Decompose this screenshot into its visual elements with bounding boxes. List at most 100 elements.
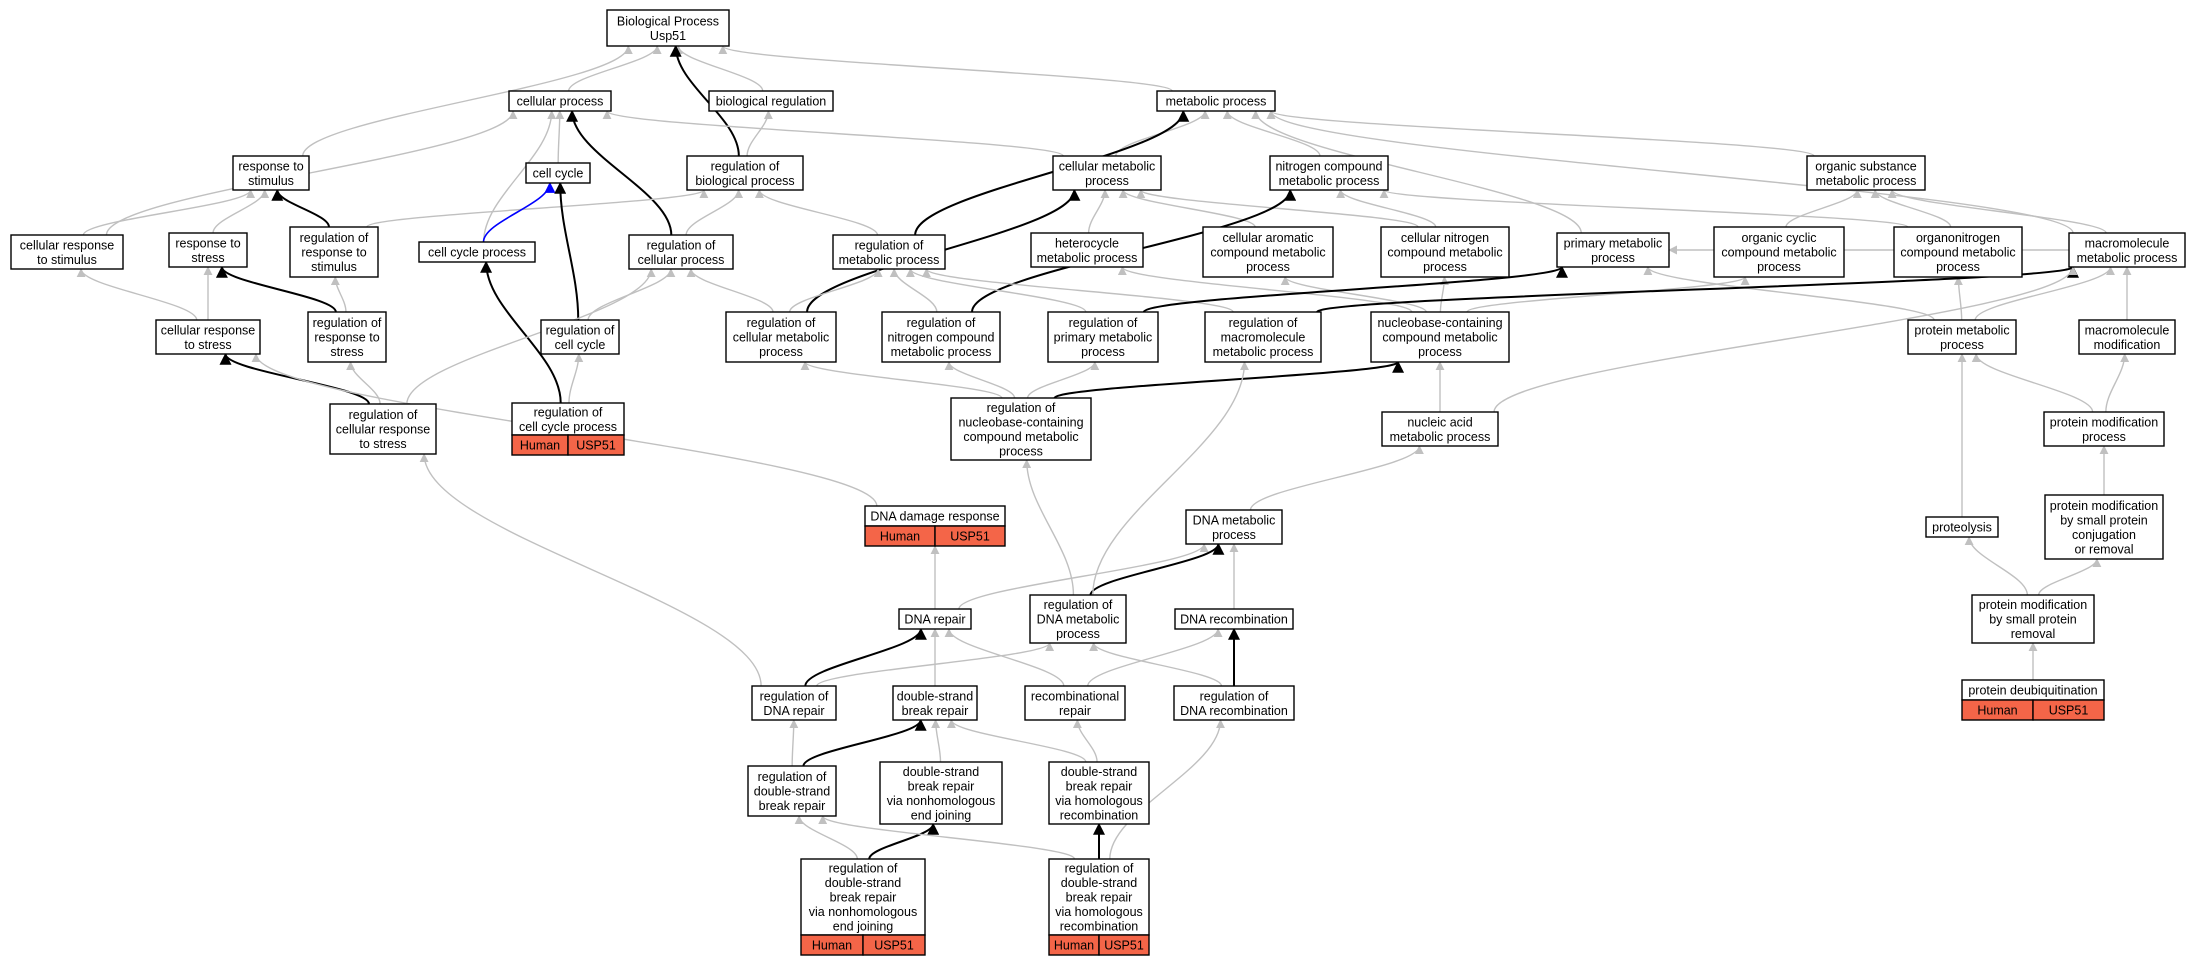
node-label-line: response to	[175, 236, 240, 250]
edge-nucleobase_containing-to-heterocycle_metabolic	[1117, 266, 1413, 313]
node-cellular_process[interactable]: cellular process	[508, 90, 612, 112]
node-label-line: regulation of	[987, 401, 1056, 415]
node-label-line: to stimulus	[37, 253, 97, 267]
node-label-line: protein modification	[2050, 499, 2158, 513]
edge-cellular_nitrogen_compound-to-nitrogen_compound_metabolic	[1336, 189, 1437, 228]
node-box	[1048, 858, 1150, 936]
node-label-line: via homologous	[1055, 794, 1143, 808]
node-dna_recombination[interactable]: DNA recombination	[1174, 608, 1294, 630]
node-metabolic_process[interactable]: metabolic process	[1156, 90, 1276, 112]
node-label-line: regulation of	[1065, 862, 1134, 876]
edge-reg_cellular_metabolic-to-reg_metabolic_process	[788, 268, 883, 313]
node-box	[1202, 226, 1334, 278]
node-label-line: organic cyclic	[1741, 231, 1816, 245]
edge-reg_primary_metabolic-to-primary_metabolic	[1142, 265, 1568, 313]
node-box	[892, 685, 978, 721]
node-box	[898, 608, 972, 630]
node-cell_cycle[interactable]: cell cycle	[525, 162, 591, 184]
edge-reg_cell_cycle-to-cell_cycle	[554, 181, 580, 321]
node-label-line: compound metabolic	[963, 430, 1078, 444]
node-label-line: metabolic process	[2077, 251, 2178, 265]
node-label-line: process	[999, 444, 1043, 458]
node-dna_repair[interactable]: DNA repair	[898, 608, 972, 630]
node-label-line: recombination	[1060, 808, 1139, 822]
node-box	[747, 765, 837, 817]
edge-response_to_stimulus-to-bp	[302, 45, 633, 157]
node-label-line: double-strand	[1061, 765, 1137, 779]
node-label-line: primary metabolic	[1054, 331, 1153, 345]
node-label-line: metabolic process	[1816, 174, 1917, 188]
node-label-line: or removal	[2074, 542, 2133, 556]
node-biological_regulation[interactable]: biological regulation	[708, 90, 834, 112]
annotation-gene-cell	[862, 934, 926, 956]
node-label-line: metabolic process	[891, 345, 992, 359]
node-cell_cycle_process[interactable]: cell cycle process	[418, 241, 536, 263]
node-label-line: regulation of	[1229, 316, 1298, 330]
node-proteolysis[interactable]: proteolysis	[1925, 516, 1999, 538]
node-label-line: DNA repair	[763, 704, 824, 718]
node-label-line: cellular nitrogen	[1401, 231, 1489, 245]
edge-protein_modification_process-to-macromolecule_modification	[2105, 353, 2130, 413]
node-box	[725, 311, 837, 363]
node-reg_nucleobase_containing[interactable]: regulation ofnucleobase-containingcompou…	[950, 397, 1092, 461]
edge-protein_metabolic-to-primary_metabolic	[1643, 266, 1935, 321]
edge-reg_nitrogen_compound-to-reg_metabolic_process	[889, 268, 938, 313]
node-label-line: process	[1246, 260, 1290, 274]
node-label-line: break repair	[902, 704, 969, 718]
node-label-line: process	[1081, 345, 1125, 359]
node-label-line: removal	[2011, 627, 2055, 641]
node-label-line: double-strand	[903, 765, 979, 779]
node-box	[155, 319, 261, 355]
edge-response_to_stress-to-response_to_stimulus	[212, 189, 270, 234]
node-label-line: primary metabolic	[1564, 236, 1663, 250]
edge-reg_nucleobase_containing-to-reg_nitrogen_compound	[944, 361, 1016, 399]
